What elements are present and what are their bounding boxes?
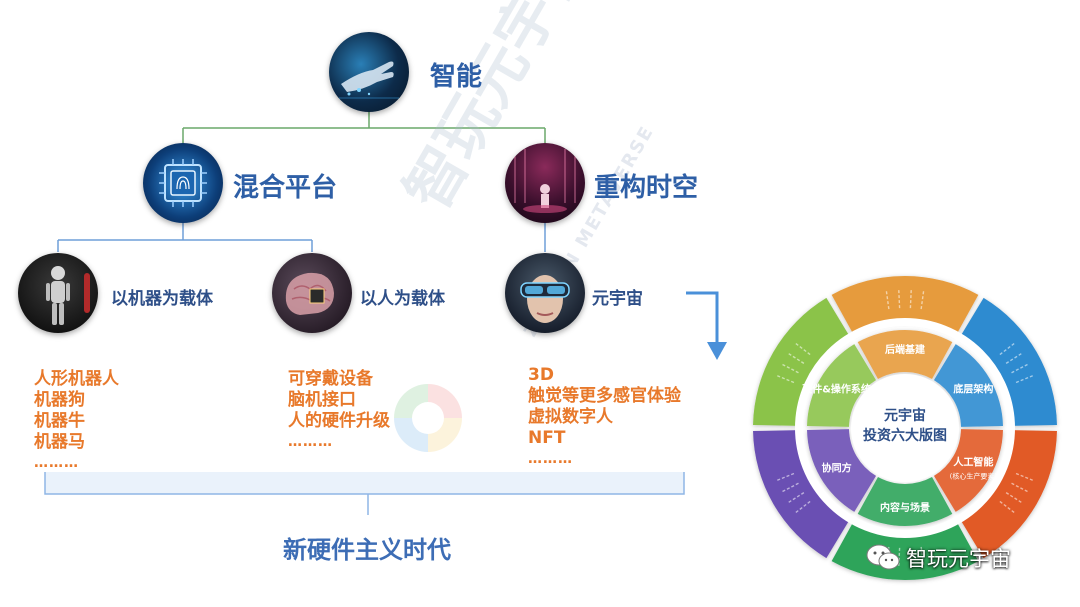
list-item: 机器马 [34, 432, 85, 452]
root-label: 智能 [430, 62, 483, 92]
wheel-detail-line [795, 500, 811, 514]
wheel-inner-segment [807, 344, 877, 427]
wheel-segment-label: 底层架构 [953, 383, 993, 396]
vr-stage-icon [505, 143, 585, 223]
wheel-detail-line [1015, 375, 1033, 384]
wheel-detail-line [999, 500, 1015, 514]
list-item: 机器狗 [34, 390, 85, 410]
human-items: 可穿戴设备 脑机接口 人的硬件升级 [288, 369, 390, 432]
wheel-center [851, 374, 959, 482]
list-item: 虚拟数字人 [528, 407, 613, 427]
wheel-segment-sublabel: (核心生产要素) [950, 472, 998, 481]
wheel-detail-line [920, 546, 925, 565]
wheel-detail-line [909, 547, 912, 566]
wheel-inner-segment [933, 429, 1003, 512]
humanoid-robot-icon [18, 253, 98, 333]
wheel-segment-label: 后端基建 [885, 343, 926, 356]
metaverse-items: 3D 触觉等更多感官体验 虚拟数字人 NFT [528, 365, 681, 449]
wheel-detail-line [1011, 482, 1028, 493]
wheel-detail-line [1005, 492, 1022, 503]
wheel-detail-line [1015, 472, 1033, 481]
footer-brand-label: 智玩元宇宙 [906, 547, 1011, 571]
list-item: NFT [528, 428, 566, 448]
wheel-segment-label: 人工智能 [953, 456, 993, 469]
wechat-icon [866, 544, 900, 570]
robot-hand-icon [329, 32, 409, 112]
wheel-inner-segment [857, 330, 953, 379]
list-item: 可穿戴设备 [288, 369, 373, 389]
watermark-logo-icon [394, 384, 462, 452]
wheel-segment-label: 内容与场景 [880, 501, 930, 514]
wheel-inner-segment [857, 477, 953, 526]
list-item: 机器牛 [34, 411, 85, 431]
level2-label-spacetime: 重构时空 [594, 173, 699, 203]
level3-label-human: 以人为载体 [360, 289, 445, 309]
wheel-outer-segment [831, 276, 979, 336]
arrow-head [707, 342, 727, 360]
list-item: 人形机器人 [34, 369, 119, 389]
level3-label-machine: 以机器为载体 [111, 289, 213, 309]
wheel-center-line2: 投资六大版图 [863, 427, 947, 444]
machine-more: ……… [34, 455, 79, 471]
list-item: 3D [528, 365, 554, 385]
wheel-center-line1: 元宇宙 [884, 407, 926, 424]
wheel-inner-segment [933, 344, 1003, 427]
bracket-label: 新硬件主义时代 [283, 536, 451, 564]
footer-brand: 智玩元宇宙 [866, 540, 1011, 576]
wheel-detail-line [920, 291, 925, 310]
brain-chip-icon [272, 253, 352, 333]
level3-label-metaverse: 元宇宙 [592, 289, 643, 309]
list-item: 触觉等更多感官体验 [528, 386, 681, 406]
list-item: 脑机接口 [288, 390, 356, 410]
list-item: 人的硬件升级 [288, 411, 390, 431]
wheel-inner-segment [807, 429, 877, 512]
wheel-detail-line [885, 291, 890, 310]
wheel-detail-line [1005, 353, 1022, 364]
metaverse-more: ……… [528, 451, 573, 467]
machine-items: 人形机器人 机器狗 机器牛 机器马 [34, 369, 119, 453]
chip-fingerprint-icon [143, 143, 223, 223]
wheel-outer-segment [831, 520, 979, 580]
human-more: ……… [288, 434, 333, 450]
wheel-segment-label: 协同方 [822, 462, 852, 475]
level2-label-hybrid: 混合平台 [233, 173, 338, 203]
wheel-segment-label: 硬件&操作系统 [802, 383, 871, 396]
vr-face-icon [505, 253, 585, 333]
